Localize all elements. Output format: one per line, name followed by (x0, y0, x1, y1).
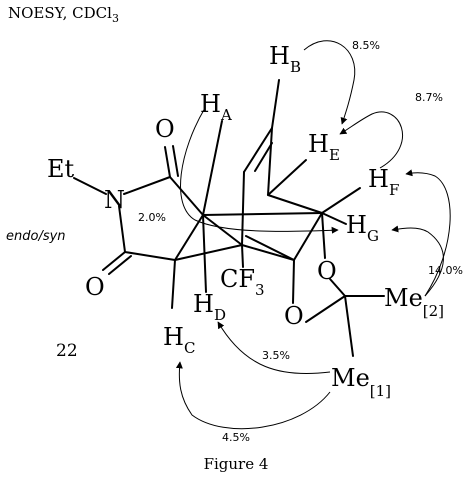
ethyl-label: Et (47, 155, 75, 183)
proton-d-label: HD (193, 290, 226, 324)
noe-me1-d-value: 3.5% (262, 349, 290, 362)
proton-b-label: HB (269, 42, 301, 76)
methyl-2-label: Me[2] (384, 284, 444, 320)
nitrogen-label: N (104, 186, 125, 214)
trifluoromethyl-label: CF3 (220, 265, 265, 299)
ring-oxygen-upper: O (317, 257, 337, 285)
carbonyl-oxygen-bottom: O (85, 273, 105, 301)
noe-b-e-value: 8.5% (352, 39, 380, 52)
proton-e-label: HE (308, 130, 340, 164)
experiment-condition: NOESY, CDCl3 (8, 4, 119, 25)
proton-g-label: HG (346, 211, 379, 245)
stereochemistry-label: endo/syn (6, 229, 66, 244)
noe-me2-value: 14.0% (428, 264, 463, 277)
molecule-bonds (73, 79, 385, 357)
noe-f-e-value: 8.7% (415, 91, 443, 104)
methyl-1-label: Me[1] (331, 364, 391, 400)
carbonyl-oxygen-top: O (155, 115, 175, 143)
ring-oxygen-lower: O (284, 302, 304, 330)
noe-arrows (175, 40, 451, 430)
proton-f-label: HF (368, 165, 399, 199)
noe-a-g-value: 2.0% (138, 211, 166, 224)
figure-caption: Figure 4 (204, 455, 269, 473)
compound-number: 22 (56, 341, 78, 361)
proton-c-label: HC (163, 323, 195, 357)
noe-me1-c-value: 4.5% (222, 431, 250, 444)
proton-a-label: HA (200, 90, 232, 124)
